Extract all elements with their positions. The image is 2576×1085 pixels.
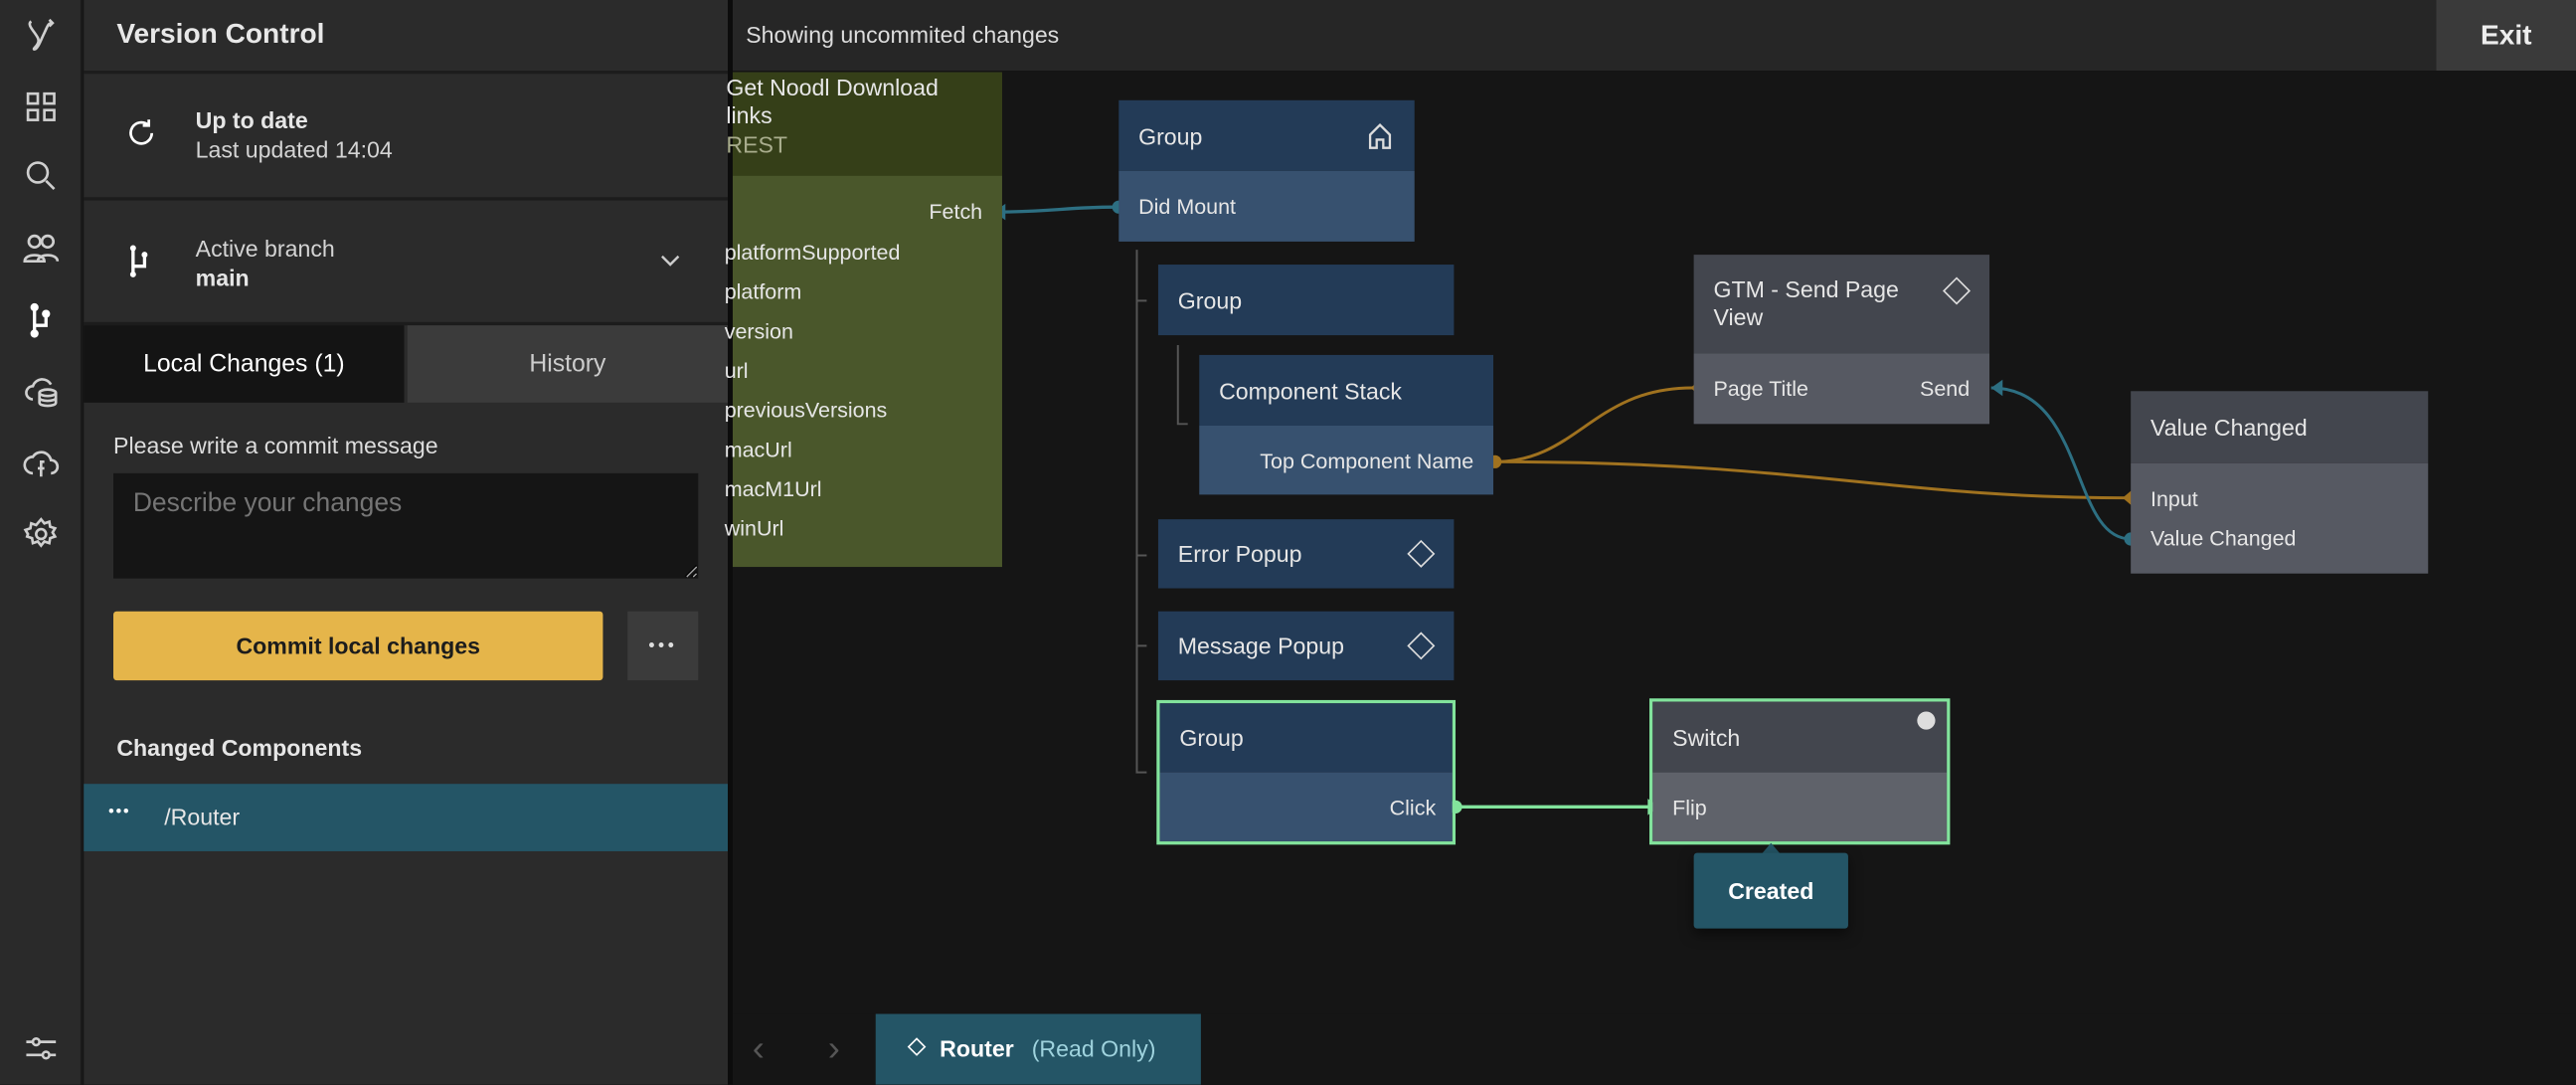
panel-title: Version Control bbox=[116, 18, 325, 50]
port[interactable]: macUrl bbox=[724, 437, 792, 462]
port[interactable]: previousVersions bbox=[724, 397, 888, 423]
state-indicator-icon bbox=[1917, 711, 1936, 730]
more-options-button[interactable]: ••• bbox=[627, 611, 699, 681]
cloud-functions-icon[interactable] bbox=[20, 442, 63, 484]
node-message-popup[interactable]: Message Popup bbox=[1157, 611, 1455, 681]
changed-component-row[interactable]: ••• /Router bbox=[84, 784, 729, 851]
node-component-stack[interactable]: Component Stack Top Component Name bbox=[1199, 354, 1494, 495]
node-title: Error Popup bbox=[1157, 519, 1455, 589]
port[interactable]: url bbox=[724, 358, 749, 384]
node-title: Group bbox=[1159, 703, 1453, 773]
port-fetch[interactable]: Fetch bbox=[929, 198, 983, 224]
node-group-click[interactable]: Group Click bbox=[1156, 699, 1457, 845]
icon-sidebar bbox=[0, 0, 83, 1085]
node-title: Get Noodl Download links bbox=[726, 74, 939, 128]
node-value-changed[interactable]: Value Changed Input Value Changed bbox=[2131, 391, 2429, 574]
top-bar: Showing uncommited changes Exit bbox=[732, 0, 2576, 72]
forward-button[interactable]: › bbox=[827, 1026, 840, 1069]
branch-name: main bbox=[195, 265, 250, 291]
version-control-icon[interactable] bbox=[20, 299, 63, 342]
node-title: Value Changed bbox=[2131, 391, 2429, 463]
port[interactable]: macM1Url bbox=[724, 476, 822, 501]
port-input[interactable]: Input bbox=[2149, 486, 2198, 511]
components-grid-icon[interactable] bbox=[20, 86, 63, 128]
node-error-popup[interactable]: Error Popup bbox=[1157, 519, 1455, 589]
node-group-root[interactable]: Group Did Mount bbox=[1118, 99, 1415, 242]
port-page-title[interactable]: Page Title bbox=[1713, 376, 1809, 402]
node-title: Switch bbox=[1652, 701, 1948, 773]
chevron-down-icon bbox=[661, 255, 680, 267]
port[interactable]: winUrl bbox=[724, 515, 784, 541]
tab-read-only: (Read Only) bbox=[1031, 1035, 1156, 1062]
noodl-logo-icon[interactable] bbox=[20, 13, 63, 56]
node-gtm-send-page-view[interactable]: GTM - Send Page View Page Title Send bbox=[1693, 255, 1990, 425]
refresh-icon[interactable] bbox=[123, 115, 159, 151]
settings-gear-icon[interactable] bbox=[20, 513, 63, 556]
node-title: Group bbox=[1157, 265, 1455, 336]
tab-history[interactable]: History bbox=[407, 325, 729, 403]
tab-local-changes[interactable]: Local Changes (1) bbox=[84, 325, 405, 403]
last-updated: Last updated 14:04 bbox=[195, 136, 393, 163]
changed-components-heading: Changed Components bbox=[116, 734, 363, 762]
created-tooltip: Created bbox=[1693, 852, 1848, 929]
cloud-database-icon[interactable] bbox=[20, 370, 63, 413]
exit-button[interactable]: Exit bbox=[2436, 0, 2576, 72]
node-title: Group bbox=[1118, 99, 1415, 171]
users-icon[interactable] bbox=[20, 227, 63, 270]
panel-divider[interactable] bbox=[728, 0, 733, 1085]
tab-name: Router bbox=[940, 1035, 1014, 1062]
port-flip[interactable]: Flip bbox=[1672, 795, 1707, 820]
version-control-panel: Version Control Up to date Last updated … bbox=[84, 0, 729, 1085]
branch-label: Active branch bbox=[195, 235, 335, 262]
node-title: GTM - Send Page View bbox=[1693, 255, 1990, 354]
sync-status: Up to date bbox=[195, 106, 308, 133]
branch-icon bbox=[129, 245, 148, 277]
node-title: Component Stack bbox=[1199, 354, 1494, 426]
port[interactable]: version bbox=[724, 318, 793, 344]
component-path: /Router bbox=[164, 804, 241, 830]
node-group[interactable]: Group bbox=[1157, 265, 1455, 336]
port-did-mount[interactable]: Did Mount bbox=[1138, 193, 1237, 219]
bottom-bar: ‹ › Router (Read Only) bbox=[732, 1013, 2576, 1085]
search-icon[interactable] bbox=[20, 154, 63, 197]
port-value-changed[interactable]: Value Changed bbox=[2149, 525, 2297, 551]
back-button[interactable]: ‹ bbox=[752, 1026, 765, 1069]
row-menu-icon[interactable]: ••• bbox=[108, 804, 131, 822]
component-tab-router[interactable]: Router (Read Only) bbox=[875, 1013, 1201, 1085]
commit-message-label: Please write a commit message bbox=[113, 432, 438, 459]
commit-message-input[interactable] bbox=[113, 472, 699, 579]
home-icon bbox=[1368, 122, 1392, 149]
component-diamond-icon bbox=[907, 1037, 927, 1056]
node-type: REST bbox=[726, 131, 788, 158]
changes-message: Showing uncommited changes bbox=[746, 21, 1060, 48]
port-click[interactable]: Click bbox=[1389, 795, 1437, 820]
node-switch[interactable]: Switch Flip bbox=[1649, 698, 1951, 845]
commit-button[interactable]: Commit local changes bbox=[113, 611, 603, 681]
adjustments-sliders-icon[interactable] bbox=[20, 1027, 63, 1070]
node-title: Message Popup bbox=[1157, 611, 1455, 681]
node-rest[interactable]: Get Noodl Download links REST Fetch plat… bbox=[725, 72, 1002, 568]
port-top-component-name[interactable]: Top Component Name bbox=[1260, 449, 1474, 473]
port[interactable]: platform bbox=[724, 278, 802, 304]
branch-selector[interactable]: Active branch main bbox=[84, 201, 728, 324]
port-send[interactable]: Send bbox=[1920, 376, 1971, 402]
port[interactable]: platformSupported bbox=[724, 240, 901, 266]
